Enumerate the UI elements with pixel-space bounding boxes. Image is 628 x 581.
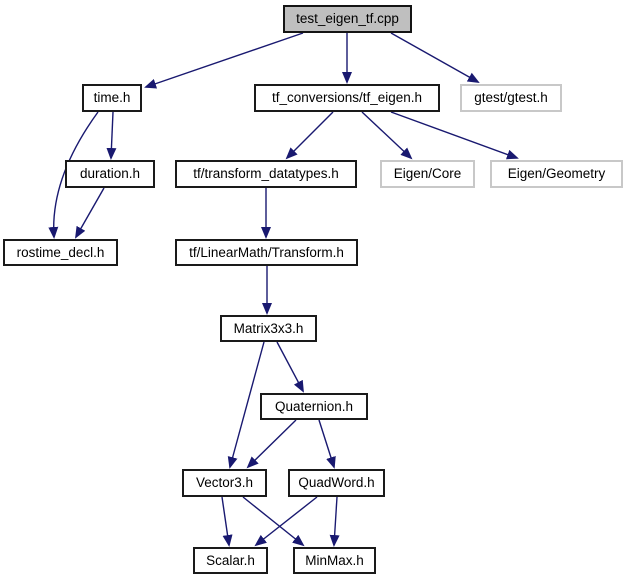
edge-matrix3x3-h-to-vector3-h <box>227 341 265 469</box>
edge-quaternion-h-to-quadword-h <box>318 419 336 469</box>
edge-test-eigen-tf-cpp-to-time-h <box>144 32 304 89</box>
graph-node-tf-linearmath-transform-h[interactable]: tf/LinearMath/Transform.h <box>175 239 358 266</box>
graph-node-test-eigen-tf-cpp: test_eigen_tf.cpp <box>283 5 412 33</box>
graph-node-minmax-h[interactable]: MinMax.h <box>293 547 376 574</box>
graph-node-eigen-core: Eigen/Core <box>380 160 475 188</box>
edge-vector3-h-to-minmax-h <box>242 496 305 547</box>
edge-tf-conversions-tf-eigen-h-to-tf-transform-datatypes-h <box>285 111 334 160</box>
graph-node-scalar-h[interactable]: Scalar.h <box>193 547 268 574</box>
graph-node-tf-transform-datatypes-h[interactable]: tf/transform_datatypes.h <box>175 160 357 188</box>
edge-duration-h-to-rostime-decl-h <box>75 187 105 239</box>
graph-node-time-h[interactable]: time.h <box>82 84 142 112</box>
edge-tf-conversions-tf-eigen-h-to-eigen-geometry <box>390 111 519 160</box>
edge-quaternion-h-to-vector3-h <box>246 419 297 469</box>
graph-node-eigen-geometry: Eigen/Geometry <box>490 160 623 188</box>
graph-node-rostime-decl-h[interactable]: rostime_decl.h <box>3 239 118 266</box>
graph-node-gtest-gtest-h: gtest/gtest.h <box>460 84 562 112</box>
edge-test-eigen-tf-cpp-to-gtest-gtest-h <box>390 32 480 83</box>
edge-quadword-h-to-minmax-h <box>329 496 340 547</box>
edge-matrix3x3-h-to-quaternion-h <box>276 341 304 393</box>
edge-vector3-h-to-scalar-h <box>221 496 233 547</box>
graph-node-tf-conversions-tf-eigen-h[interactable]: tf_conversions/tf_eigen.h <box>254 84 440 112</box>
graph-node-vector3-h[interactable]: Vector3.h <box>182 469 267 497</box>
edge-time-h-to-duration-h <box>106 111 117 160</box>
edge-quadword-h-to-scalar-h <box>254 496 318 547</box>
graph-node-matrix3x3-h[interactable]: Matrix3x3.h <box>220 315 317 342</box>
graph-node-quadword-h[interactable]: QuadWord.h <box>288 469 385 497</box>
graph-node-quaternion-h[interactable]: Quaternion.h <box>260 393 368 420</box>
graph-node-duration-h[interactable]: duration.h <box>65 160 155 188</box>
edge-tf-conversions-tf-eigen-h-to-eigen-core <box>361 111 413 160</box>
